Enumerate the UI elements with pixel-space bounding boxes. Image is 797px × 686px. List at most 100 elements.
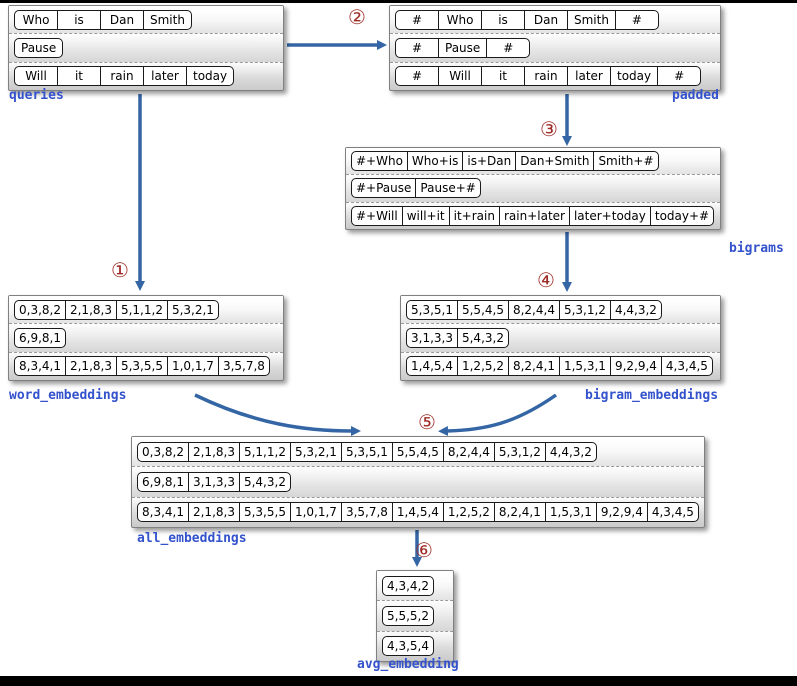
cell: 4,3,4,5 — [660, 356, 713, 377]
cell: 5,3,5,1 — [340, 441, 393, 462]
cell: later — [143, 66, 187, 87]
cell: 4,4,3,2 — [544, 441, 597, 462]
cell: is+Dan — [462, 151, 517, 172]
arrow-word-embeddings-to-all-embeddings — [194, 393, 361, 436]
avg-embedding-row-1: 4,3,4,2 — [377, 571, 453, 602]
cell: Smith+# — [593, 151, 659, 172]
step-4-marker: ④ — [537, 268, 555, 292]
cell: Dan — [524, 9, 568, 30]
cell: #+Who — [351, 151, 408, 172]
word-embeddings-row-2: 6,9,8,1 — [9, 324, 283, 353]
avg-embedding-panel: 4,3,4,2 5,5,5,2 4,3,5,4 — [376, 570, 454, 662]
cell: 2,1,8,3 — [187, 441, 240, 462]
cell: 5,3,5,1 — [406, 299, 458, 320]
bottom-border — [0, 676, 797, 686]
cell: 1,4,5,4 — [391, 502, 444, 523]
cell: rain+later — [498, 205, 570, 226]
cell: today+# — [649, 205, 715, 226]
top-border — [0, 0, 797, 3]
cell: 8,3,4,1 — [14, 356, 66, 377]
padded-row-2: #Pause# — [390, 34, 720, 63]
cell: 3,1,3,3 — [187, 471, 240, 492]
step-6-marker: ⑥ — [415, 538, 433, 562]
cell: 1,0,1,7 — [289, 502, 342, 523]
cell: 9,2,9,4 — [595, 502, 648, 523]
cell: Who — [14, 9, 58, 30]
avg-embedding-row-2: 5,5,5,2 — [377, 601, 453, 632]
cell: 8,3,4,1 — [137, 502, 189, 523]
cell: today — [186, 66, 235, 87]
cell: 5,1,1,2 — [238, 441, 291, 462]
cell: 4,3,4,2 — [382, 575, 434, 596]
cell: 8,2,4,4 — [442, 441, 495, 462]
step-2-marker: ② — [348, 5, 366, 29]
cell: 2,1,8,3 — [64, 356, 117, 377]
cell: Smith — [143, 9, 192, 30]
cell: 2,1,8,3 — [64, 299, 117, 320]
cell: will+it — [401, 205, 450, 226]
cell: # — [395, 66, 439, 87]
cell: 8,2,4,1 — [493, 502, 546, 523]
cell: Pause — [438, 37, 488, 58]
queries-row-2: Pause — [9, 34, 283, 63]
cell: 5,1,1,2 — [115, 299, 168, 320]
cell: 0,3,8,2 — [14, 299, 66, 320]
cell: 4,3,5,4 — [382, 636, 434, 657]
cell: later — [567, 66, 611, 87]
cell: it+rain — [448, 205, 500, 226]
cell: 1,2,5,2 — [442, 502, 495, 523]
cell: today — [610, 66, 659, 87]
cell: later+today — [568, 205, 651, 226]
cell: rain — [524, 66, 568, 87]
cell: it — [57, 66, 101, 87]
cell: # — [614, 9, 659, 30]
cell: 1,5,3,1 — [544, 502, 597, 523]
cell: 1,0,1,7 — [166, 356, 219, 377]
cell: 5,3,2,1 — [166, 299, 219, 320]
cell: is — [57, 9, 101, 30]
cell: Who — [438, 9, 482, 30]
cell: 6,9,8,1 — [137, 471, 189, 492]
cell: 5,4,3,2 — [456, 327, 509, 348]
cell: 9,2,9,4 — [609, 356, 662, 377]
cell: # — [395, 37, 439, 58]
cell: Will — [438, 66, 482, 87]
cell: is — [481, 9, 525, 30]
cell: 3,5,7,8 — [217, 356, 270, 377]
cell: Pause+# — [415, 178, 481, 199]
queries-label: queries — [9, 88, 64, 103]
cell: #+Pause — [351, 178, 417, 199]
cell: it — [481, 66, 525, 87]
cell: 5,5,5,2 — [382, 605, 434, 626]
padded-label: padded — [672, 88, 719, 103]
step-3-marker: ③ — [540, 117, 558, 141]
cell: rain — [100, 66, 144, 87]
cell: 6,9,8,1 — [14, 327, 66, 348]
cell: 5,3,1,2 — [558, 299, 611, 320]
cell: 1,5,3,1 — [558, 356, 611, 377]
cell: # — [657, 66, 702, 87]
cell: 5,4,3,2 — [238, 471, 291, 492]
cell: 1,4,5,4 — [406, 356, 458, 377]
avg-embedding-label: avg_embedding — [357, 657, 459, 672]
bigrams-label: bigrams — [729, 241, 784, 256]
cell: 5,5,4,5 — [456, 299, 509, 320]
cell: 5,3,5,5 — [238, 502, 291, 523]
